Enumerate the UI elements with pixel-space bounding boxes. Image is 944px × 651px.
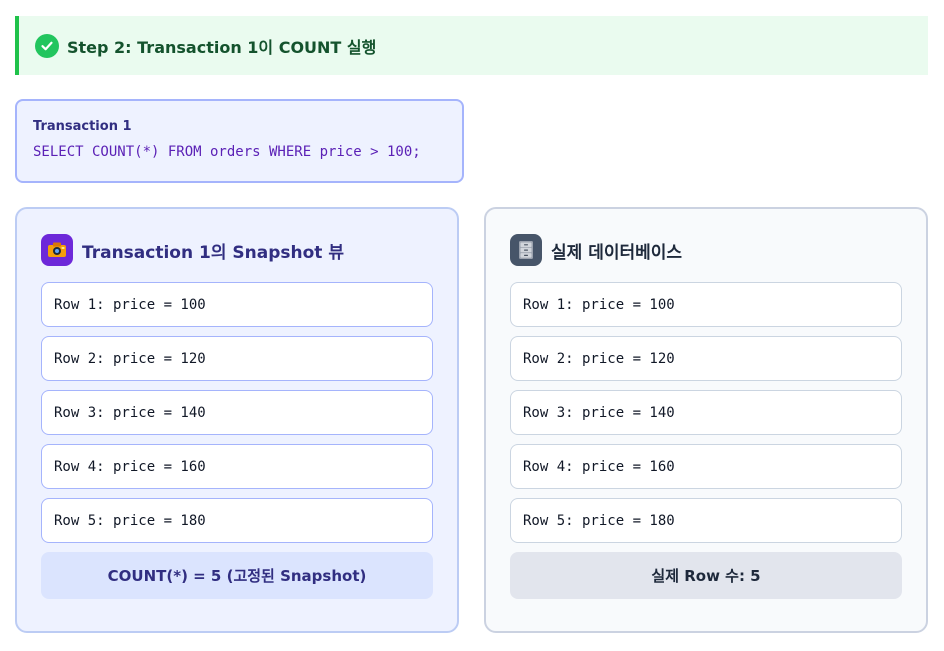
snapshot-row: Row 4: price = 160: [41, 444, 433, 489]
snapshot-row: Row 1: price = 100: [41, 282, 433, 327]
actual-row: Row 4: price = 160: [510, 444, 902, 489]
step-banner: Step 2: Transaction 1이 COUNT 실행: [15, 16, 928, 75]
sql-label: Transaction 1: [33, 119, 132, 134]
snapshot-count-summary: COUNT(*) = 5 (고정된 Snapshot): [41, 552, 433, 599]
sql-query-box: Transaction 1 SELECT COUNT(*) FROM order…: [15, 99, 464, 183]
actual-db-panel: 실제 데이터베이스 Row 1: price = 100 Row 2: pric…: [484, 207, 928, 633]
check-circle-icon: [35, 33, 59, 58]
actual-row: Row 2: price = 120: [510, 336, 902, 381]
snapshot-panel: Transaction 1의 Snapshot 뷰 Row 1: price =…: [15, 207, 459, 633]
snapshot-row: Row 2: price = 120: [41, 336, 433, 381]
sql-code: SELECT COUNT(*) FROM orders WHERE price …: [33, 144, 421, 160]
snapshot-panel-header: Transaction 1의 Snapshot 뷰: [41, 233, 433, 267]
camera-icon: [41, 234, 73, 266]
actual-row-count-summary: 실제 Row 수: 5: [510, 552, 902, 599]
snapshot-panel-title: Transaction 1의 Snapshot 뷰: [82, 242, 344, 263]
actual-row: Row 5: price = 180: [510, 498, 902, 543]
actual-panel-header: 실제 데이터베이스: [510, 233, 902, 267]
snapshot-row: Row 5: price = 180: [41, 498, 433, 543]
file-cabinet-icon: [510, 234, 542, 266]
actual-row: Row 3: price = 140: [510, 390, 902, 435]
snapshot-row: Row 3: price = 140: [41, 390, 433, 435]
actual-panel-title: 실제 데이터베이스: [551, 242, 683, 263]
step-title: Step 2: Transaction 1이 COUNT 실행: [67, 37, 377, 57]
actual-row: Row 1: price = 100: [510, 282, 902, 327]
